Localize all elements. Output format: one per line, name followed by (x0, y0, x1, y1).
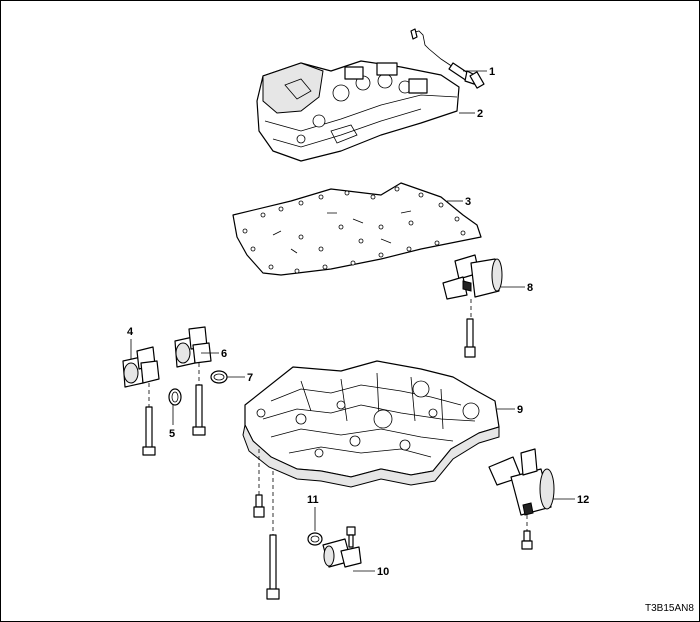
callout-5: 5 (169, 428, 175, 440)
callout-11: 11 (307, 494, 319, 506)
callout-6: 6 (221, 348, 227, 360)
part-8-solenoid (442, 254, 503, 358)
part-9-lower-valve-body (242, 360, 500, 488)
callout-2: 2 (477, 108, 483, 120)
part-3-separator-plate (232, 182, 482, 276)
callout-10: 10 (377, 566, 389, 578)
figure-reference-code: T3B15AN8 (645, 603, 694, 614)
callout-8: 8 (527, 282, 533, 294)
part-7-o-ring (210, 370, 228, 384)
part-5-o-ring (168, 388, 182, 406)
callout-9: 9 (517, 404, 523, 416)
callout-3: 3 (465, 196, 471, 208)
part-6-solenoid (174, 326, 212, 436)
callout-4: 4 (127, 326, 134, 338)
callout-7: 7 (247, 372, 253, 384)
callout-12: 12 (577, 494, 589, 506)
callout-1: 1 (489, 66, 495, 78)
part-4-solenoid (122, 346, 160, 456)
part-10-small-solenoid (322, 526, 362, 568)
part-2-upper-valve-body (256, 60, 460, 162)
bolt-long (266, 534, 280, 600)
part-1-sensor-harness (410, 28, 485, 89)
part-12-pressure-solenoid (488, 448, 555, 550)
bolt-short (253, 494, 265, 518)
leader-lines (130, 70, 575, 572)
part-11-o-ring (307, 532, 323, 546)
